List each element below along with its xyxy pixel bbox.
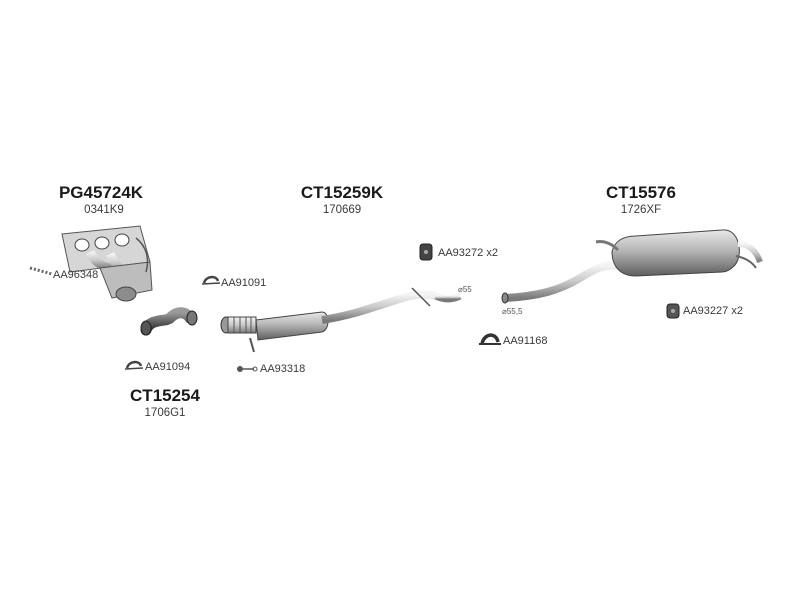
part-ref-number: 1706G1 xyxy=(144,407,186,419)
part-code-heading: PG45724K xyxy=(58,183,144,202)
diameter-label: ⌀55 xyxy=(458,285,472,294)
clamp-icon xyxy=(479,333,501,345)
part-ref-number: 0341K9 xyxy=(84,204,124,216)
front-pipe xyxy=(140,307,198,336)
part-code-heading: CT15259K xyxy=(300,183,384,202)
part-ref-number: 1726XF xyxy=(620,204,662,216)
accessory-label: AA91168 xyxy=(503,335,548,347)
exhaust-manifold xyxy=(61,225,153,302)
accessory-label: AA96348 xyxy=(53,269,99,281)
clamp-icon xyxy=(124,360,144,370)
rubber-mount-icon xyxy=(419,243,433,261)
accessory-label: AA93227 x2 xyxy=(683,305,743,317)
part-code-heading: CT15254 xyxy=(130,386,200,405)
part-code-heading: CT15576 xyxy=(606,183,676,202)
rubber-mount-icon xyxy=(666,303,680,319)
rear-silencer xyxy=(501,229,763,304)
accessory-label: AA93272 x2 xyxy=(438,247,498,259)
accessory-label: AA91091 xyxy=(221,277,267,289)
clamp-icon xyxy=(201,275,221,285)
catalyst-front-section xyxy=(220,287,462,353)
accessory-label: AA93318 xyxy=(260,363,306,375)
diameter-label: ⌀55,5 xyxy=(502,307,523,316)
bracket-icon xyxy=(237,366,258,372)
bolt-set-icon xyxy=(29,266,53,276)
part-ref-number: 170669 xyxy=(322,204,362,216)
accessory-label: AA91094 xyxy=(145,361,191,373)
